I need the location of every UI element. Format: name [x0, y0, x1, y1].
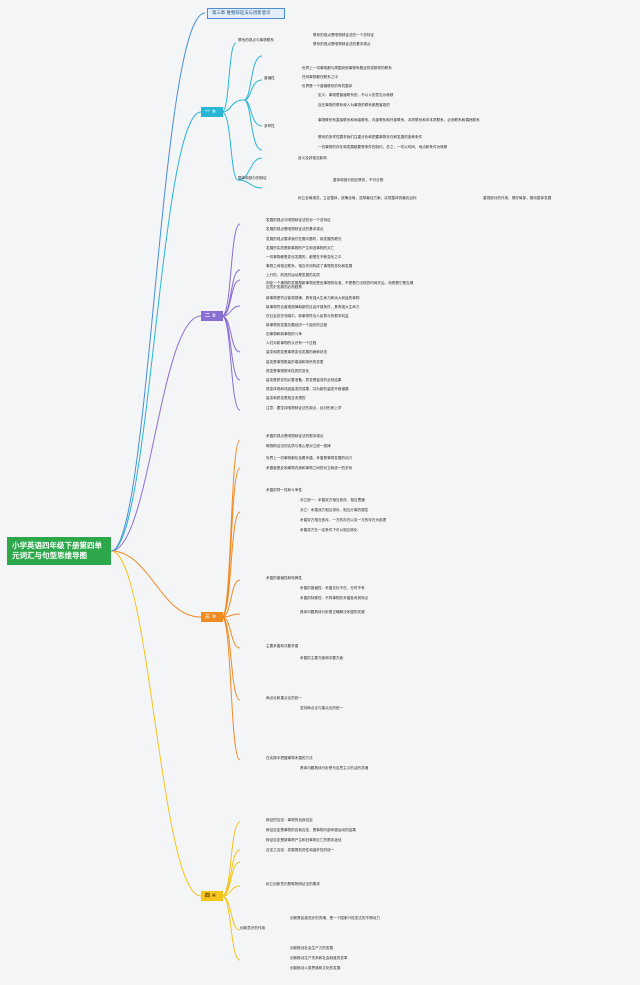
connector-root-header	[110, 12, 206, 552]
b3-node: 矛盾的特殊性：不同事物的矛盾各有其特点	[300, 596, 369, 600]
b1-node: 整体和部分相互联系，不可分割	[333, 178, 384, 182]
b4-node: 辩证否定是新事物产生和旧事物灭亡的根本途径	[266, 838, 342, 842]
b1-node: 世界上一切事物都与周围其他事物有着这样或那样的联系	[302, 66, 392, 70]
b4-node: 辩证的否定：事物的自我否定	[266, 818, 313, 822]
b4-node: 辩证否定是事物的自我否定，是事物内部矛盾运动的结果	[266, 828, 356, 832]
b2-node: 新事物是符合客观规律，具有强大生命力和远大前途的事物	[266, 296, 360, 300]
b4-node: 创新意识的作用	[240, 926, 266, 930]
b3-node: 矛盾的普遍性和特殊性	[266, 576, 302, 580]
connector-b4	[221, 821, 241, 961]
b3-node: 矛盾的普遍性：矛盾无处不在、无时不有	[300, 586, 365, 590]
b2-node: 量变是事物数量的增减和场所的变更	[266, 360, 324, 364]
b2-node: 人们对新事物的认识有一个过程	[266, 341, 317, 345]
b2-node: 上升的、前进的运动是发展的实质	[266, 273, 320, 277]
b3-node: 坚持两点论与重点论的统一	[300, 706, 344, 710]
connector-b1	[221, 42, 263, 189]
b1-node: 多样性	[264, 124, 275, 128]
b3-node: 矛盾就是反映事物内部和事物之间的对立和统一的关系	[266, 466, 353, 470]
b2-node: 质变体现和巩固量变的成果，并为新的量变开辟道路	[266, 387, 349, 391]
b4-node: 树立创新意识是唯物辩证法的要求	[266, 882, 320, 886]
b2-node: 量变和质变是相互渗透的	[266, 396, 306, 400]
b2-node: 量变是质变的必要准备，质变是量变的必然结果	[266, 378, 342, 382]
b1-node: 一切事物的存在和发展都要受条件的制约，总之，一切以时间、地点和条件为转移	[318, 145, 448, 149]
b2-node: 事物之间相互联系，相互作用构成了事物的变化和发展	[266, 264, 353, 268]
chapter-header[interactable]: 第三章 唯物辩证法与创新意识	[207, 8, 285, 19]
b1-node: 世界是一个普遍联系的有机整体	[302, 84, 353, 88]
b1-node: 联系的观点是唯物辩证法的一个总特征	[313, 33, 375, 37]
b1-node: 含义及其相互影响	[298, 156, 327, 160]
b2-node: 质变是事物根本性质的变化	[266, 369, 310, 373]
b2-node: 在社会历史领域中，新事物符合人民群众的根本利益	[266, 314, 349, 318]
branch-4-node[interactable]: 四 ④	[201, 891, 223, 901]
connector-root-b3	[110, 550, 202, 618]
b1-node: 定义：事物是普遍联系的，不以人的意志为转移	[318, 93, 394, 97]
b1-node: 联系的观点是唯物辩证法的基本观点	[313, 42, 371, 46]
b4-node: 否定之否定：发展是前进性和曲折性的统一	[266, 848, 335, 852]
b3-node: 矛盾的主要方面和次要方面	[300, 656, 344, 660]
b2-node: 发展的观点是唯物辩证法的基本观点	[266, 227, 324, 231]
b3-node: 对立统一：矛盾双方相互依存、相互贯通	[300, 498, 365, 502]
b3-node: 两点论和重点论的统一	[266, 696, 302, 700]
b1-node: 重视部分的作用，搞好局部，推动整体发展	[483, 196, 552, 200]
b1-node: 整体和部分的辩证	[238, 176, 267, 180]
b2-node: 判定一个事物的发展是新事物还是旧事物的标准，不是看它出现的时间先后，而是看它是否…	[266, 281, 414, 290]
b1-node: 联系的多样性要求我们注重分析和把握事物存在和发展的各种条件	[318, 135, 423, 139]
b2-node: 新事物符合客观规律和新的社会环境条件，具有强大生命力	[266, 305, 360, 309]
b3-node: 在实践中把握事物矛盾的方法	[266, 756, 313, 760]
b2-node: 发展的观点与唯物辩证法的另一个总特征	[266, 218, 331, 222]
b3-node: 矛盾双方在一定条件下可以相互转化	[300, 528, 358, 532]
b2-node: 一切事物都是变化发展的，都是在不断变化之中	[266, 255, 342, 259]
branch-1-node[interactable]: 一 ①	[201, 107, 223, 117]
b1-node: 自在事物的联系和人为事物的联系都是客观的	[318, 103, 390, 107]
b1-node: 任何事物都在联系之中	[302, 75, 338, 79]
connector-root-b1	[110, 111, 202, 552]
b2-node: 量变和质变是事物变化发展的两种状态	[266, 350, 328, 354]
connector-b2	[221, 223, 241, 411]
b3-node: 矛盾的观点是唯物辩证法的根本观点	[266, 434, 324, 438]
b3-node: 具体问题具体分析是马克思主义的活的灵魂	[300, 766, 369, 770]
b3-node: 唯物辩证法的实质与核心是对立统一规律	[266, 444, 331, 448]
b1-node: 事物联系有直接联系和间接联系、内部联系和外部联系、本质联系和非本质联系、必然联系…	[318, 118, 480, 122]
b3-node: 具体问题具体分析是正确解决矛盾的关键	[300, 610, 365, 614]
b4-node: 创新推动社会生产力的发展	[290, 946, 334, 950]
b1-node: 树立全局观念，立足整体，统筹全局，选择最佳方案，实现整体的最优目标	[298, 196, 417, 200]
root-node[interactable]: 小学英语四年级下册第四单元词汇与句型思维导图	[7, 537, 111, 565]
b4-node: 创新是民族进步的灵魂，是一个国家兴旺发达的不竭动力	[290, 916, 380, 920]
b3-node: 矛盾的同一性和斗争性	[266, 488, 302, 492]
b1-node: 联系的观点与事物联系	[238, 38, 274, 42]
b3-node: 矛盾双方相互依存，一方的存在以另一方的存在为前提	[300, 518, 387, 522]
branch-2-node[interactable]: 二 ②	[201, 311, 223, 321]
b2-node: 发展的观点要求我们在看问题时，用发展的眼光	[266, 237, 342, 241]
b2-node: 发展的实质是新事物的产生和旧事物的灭亡	[266, 246, 335, 250]
b3-node: 对立：矛盾双方相互排斥、相互分离的属性	[300, 508, 369, 512]
b3-node: 世界上一切事物都包含着矛盾，矛盾是事物发展的动力	[266, 456, 353, 460]
b3-node: 主要矛盾和次要矛盾	[266, 644, 299, 648]
b2-node: 新事物的发展总要经历一个曲折的过程	[266, 323, 328, 327]
branch-3-node[interactable]: 三 ③	[201, 612, 223, 622]
b4-node: 创新推动人类思维和文化的发展	[290, 966, 341, 970]
connector-root-b2	[110, 315, 202, 552]
b2-node: 旧事物和新事物的斗争	[266, 332, 302, 336]
b1-node: 普遍性	[264, 76, 275, 80]
b2-node: 注意：要坚持唯物辩证法的观点，反对形而上学	[266, 406, 342, 410]
connector-b3	[221, 439, 241, 761]
b4-node: 创新推动生产关系和社会制度的变革	[290, 956, 348, 960]
connector-root-b4	[110, 550, 202, 897]
